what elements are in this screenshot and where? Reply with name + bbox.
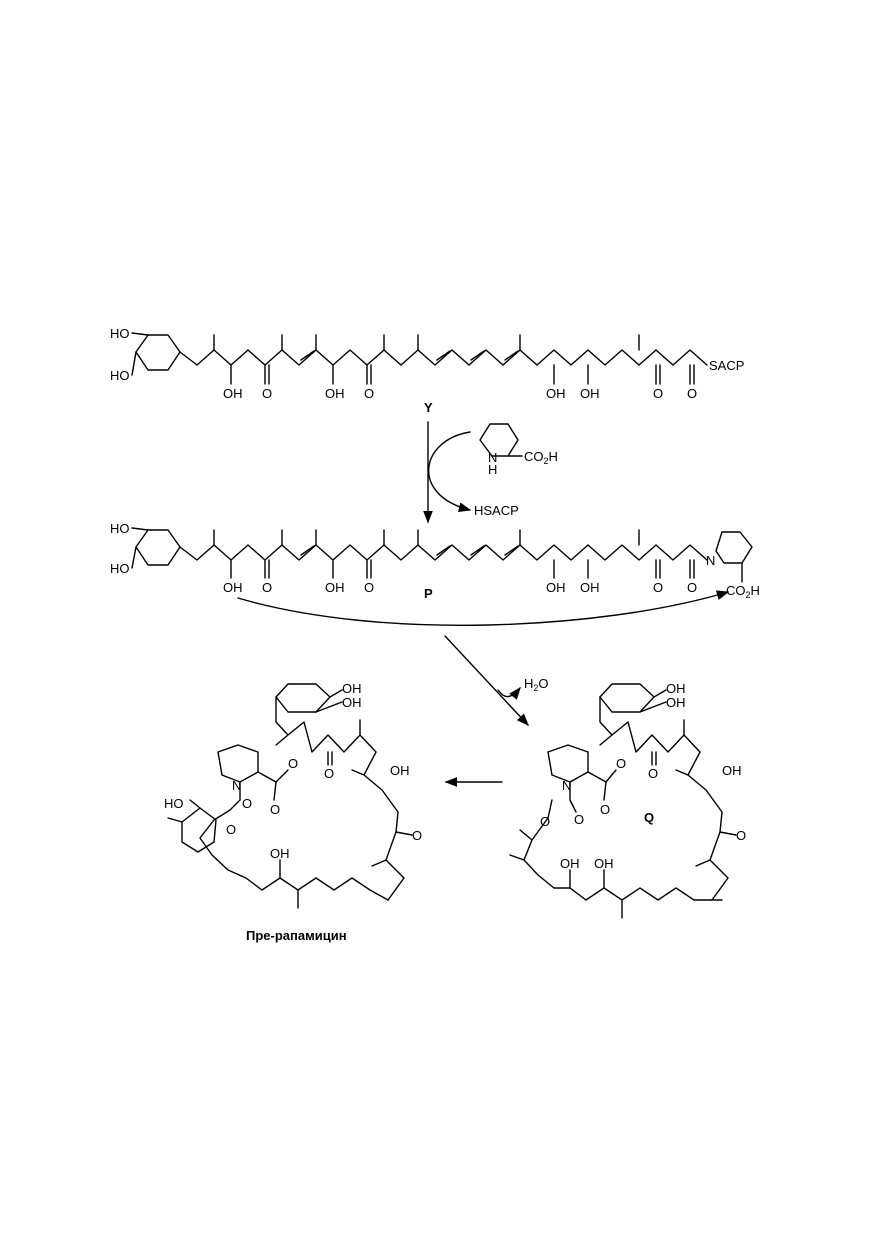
prerapamycin-oh-label-3: OH	[390, 763, 410, 778]
prerapamycin-oh-label-2: OH	[342, 695, 362, 710]
prerapamycin-n-label: N	[232, 778, 241, 793]
q-oh-label-2: OH	[666, 695, 686, 710]
compound-q-name: Q	[644, 810, 654, 825]
p-o-label-3: O	[653, 580, 663, 595]
q-o-label-3: O	[600, 802, 610, 817]
prerapamycin-name: Пре-рапамицин	[246, 928, 347, 943]
p-oh-label-3: OH	[546, 580, 566, 595]
pipecolate-acid-label: CO2H	[524, 449, 558, 466]
p-oh-label-4: OH	[580, 580, 600, 595]
y-oh-label-3: OH	[546, 386, 566, 401]
lactonization-arc	[237, 590, 730, 626]
pipecolate-n-label: N	[488, 450, 497, 465]
curved-arrow-water	[497, 686, 521, 700]
y-polyketide-chain	[179, 349, 708, 366]
prerapamycin-o-label-1: O	[288, 756, 298, 771]
y-cyclohexane-ring	[135, 334, 181, 371]
y-o-label-3: O	[653, 386, 663, 401]
prerapamycin-o-label-3: O	[270, 802, 280, 817]
pipecolic-acid-structure	[479, 423, 523, 457]
arrow-p-to-q	[444, 635, 529, 727]
y-o-label-2: O	[364, 386, 374, 401]
p-o-label-2: O	[364, 580, 374, 595]
q-o-label-6: O	[540, 814, 550, 829]
q-n-label: N	[562, 778, 571, 793]
compound-q-structure	[509, 683, 737, 919]
curved-arrow-pipecolate	[428, 431, 472, 513]
p-n-label: N	[706, 553, 715, 568]
p-polyketide-chain	[179, 544, 708, 561]
prerapamycin-oh-label-4: OH	[270, 846, 290, 861]
pipecolate-h-label: H	[488, 462, 497, 477]
p-oh-label-2: OH	[325, 580, 345, 595]
compound-p-name: P	[424, 586, 433, 601]
compound-p-structure	[131, 527, 753, 583]
prerapamycin-pyran-ring	[181, 807, 217, 853]
q-o-label-1: O	[616, 756, 626, 771]
p-ho-top-label: HO	[110, 521, 130, 536]
y-o-label-1: O	[262, 386, 272, 401]
prerapamycin-o-label-2: O	[324, 766, 334, 781]
p-o-label-4: O	[687, 580, 697, 595]
y-oh-label-4: OH	[580, 386, 600, 401]
q-oh-label-1: OH	[666, 681, 686, 696]
q-oh-label-5: OH	[594, 856, 614, 871]
q-o-label-5: O	[574, 812, 584, 827]
y-ho-bottom-label: HO	[110, 368, 130, 383]
y-oh-label-2: OH	[325, 386, 345, 401]
y-oh-label-1: OH	[223, 386, 243, 401]
q-o-label-2: O	[648, 766, 658, 781]
p-acid-label: CO2H	[726, 583, 760, 600]
p-ho-bottom-label: HO	[110, 561, 130, 576]
p-oh-label-1: OH	[223, 580, 243, 595]
p-o-label-1: O	[262, 580, 272, 595]
y-ho-top-label: HO	[110, 326, 130, 341]
prerapamycin-ho-label: HO	[164, 796, 184, 811]
q-oh-label-4: OH	[560, 856, 580, 871]
prerapamycin-structure	[167, 683, 413, 909]
compound-y-name: Y	[424, 400, 433, 415]
q-oh-label-3: OH	[722, 763, 742, 778]
q-o-label-4: O	[736, 828, 746, 843]
water-label: H2O	[524, 676, 549, 693]
y-sacp-label: SACP	[709, 358, 744, 373]
compound-y-structure	[131, 332, 708, 385]
hsacp-label: HSACP	[474, 503, 519, 518]
prerapamycin-o-label-4: O	[412, 828, 422, 843]
prerapamycin-o-label-6: O	[226, 822, 236, 837]
prerapamycin-oh-label-1: OH	[342, 681, 362, 696]
prerapamycin-o-label-5: O	[242, 796, 252, 811]
y-o-label-4: O	[687, 386, 697, 401]
